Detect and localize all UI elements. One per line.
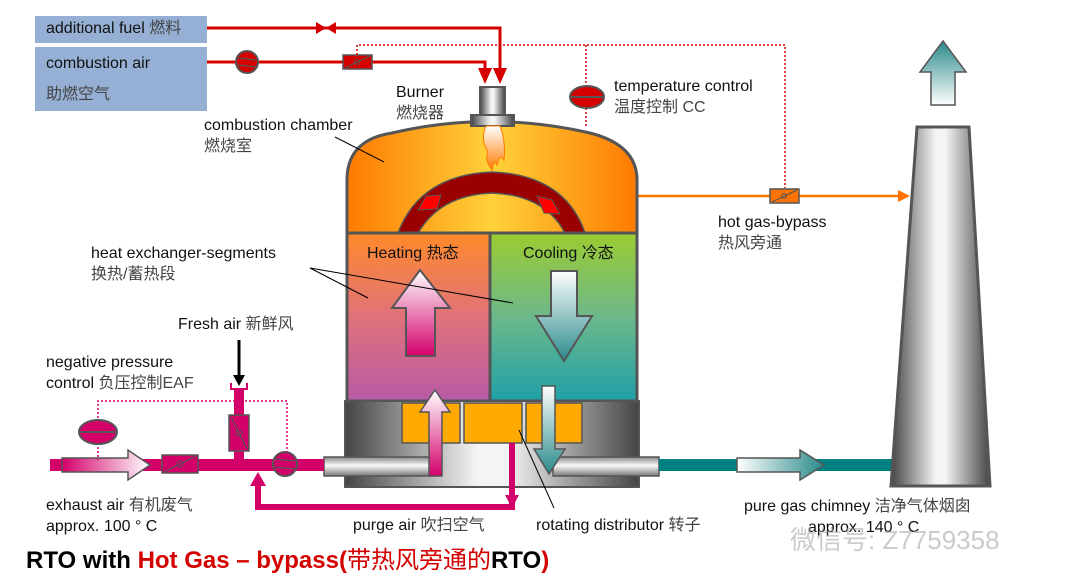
temperature-sensor-icon: [569, 85, 605, 109]
purge-air-label-cn: 吹扫空气: [420, 517, 485, 534]
burner-icon: [470, 86, 515, 127]
heat-exchanger-label-cn: 换热/蓄热段: [91, 266, 176, 283]
flame-icon: [482, 125, 505, 172]
clean-gas-arrow-icon: [736, 448, 826, 482]
combustion-chamber-label-cn: 燃烧室: [204, 138, 253, 155]
negative-pressure-label-en: control: [46, 375, 95, 392]
exhaust-fan-icon: [272, 451, 298, 477]
fuel-label-cn: 燃料: [149, 20, 182, 37]
rotating-distributor-label-cn: 转子: [668, 517, 701, 534]
negative-pressure-label-line2: control 负压控制EAF: [46, 374, 194, 393]
purge-air-label-en: purge air: [353, 517, 417, 534]
fuel-label-en: additional fuel: [46, 20, 145, 37]
cooling-label: Cooling 冷态: [523, 244, 614, 263]
outlet-pipe: [552, 456, 660, 477]
hot-gas-bypass-label-cn: 热风旁通: [718, 235, 783, 252]
inlet-up-arrow-icon: [418, 388, 452, 477]
temperature-control-label-en: temperature control: [614, 78, 753, 95]
pure-gas-label-cn: 洁净气体烟囱: [874, 498, 971, 515]
fresh-air-label-cn: 新鲜风: [245, 316, 294, 333]
combustion-air-line: [207, 60, 492, 84]
heat-exchanger-label-en: heat exchanger-segments: [91, 245, 276, 262]
title-prefix: RTO with: [26, 547, 138, 574]
exhaust-air-label: exhaust air 有机废气: [46, 496, 193, 515]
fuel-label: additional fuel 燃料: [46, 19, 181, 38]
heating-label: Heating 热态: [367, 244, 459, 263]
circulation-arc: [396, 171, 587, 234]
combustion-air-damper-icon: [342, 54, 373, 70]
purge-air-line: [255, 443, 515, 510]
cooling-down-arrow-icon: [534, 270, 594, 363]
title-cn: 带热风旁通的: [346, 547, 491, 574]
purge-air-label: purge air 吹扫空气: [353, 516, 485, 535]
pressure-sensor-icon: [78, 419, 118, 445]
exhaust-damper-icon: [161, 454, 199, 474]
cooling-label-en: Cooling: [523, 245, 578, 262]
hot-gas-bypass-line: [637, 190, 910, 202]
pure-gas-temp: approx. 140 ° C: [808, 519, 920, 536]
heating-label-cn: 热态: [426, 245, 459, 262]
combustion-chamber-label-en: combustion chamber: [204, 117, 353, 134]
heating-up-arrow-icon: [390, 268, 453, 357]
exhaust-air-label-en: exhaust air: [46, 497, 125, 514]
negative-pressure-label-line1: negative pressure: [46, 354, 174, 371]
purge-return-arrow-icon: [250, 472, 266, 486]
fresh-air-label: Fresh air 新鲜风: [178, 315, 294, 334]
burner-label-cn: 燃烧器: [396, 105, 445, 122]
pure-gas-label: pure gas chimney 洁净气体烟囱: [744, 497, 971, 516]
burner-label-en: Burner: [396, 84, 445, 101]
exhaust-air-temp: approx. 100 ° C: [46, 518, 158, 535]
rotating-distributor-label-en: rotating distributor: [536, 517, 665, 534]
combustion-air-fan-icon: [235, 50, 259, 74]
combustion-air-label-cn: 助燃空气: [46, 86, 111, 103]
bypass-damper-icon: [769, 188, 800, 204]
chimney: [889, 125, 992, 488]
rotating-distributor-label: rotating distributor 转子: [536, 516, 701, 535]
temperature-control-label-cn: 温度控制 CC: [614, 99, 706, 116]
fresh-air-damper-icon: [228, 414, 250, 452]
temperature-control-signal-line: [356, 44, 786, 188]
negative-pressure-label-cn: 负压控制EAF: [98, 375, 194, 392]
diagram-title: RTO with Hot Gas – bypass(带热风旁通的RTO): [26, 540, 549, 575]
heating-label-en: Heating: [367, 245, 423, 262]
leader-lines: [309, 136, 555, 509]
pure-gas-label-en: pure gas chimney: [744, 498, 871, 515]
purge-air-arrow-icon: [505, 495, 519, 508]
fuel-line: [207, 26, 507, 84]
hot-gas-bypass-label-en: hot gas-bypass: [718, 214, 827, 231]
inlet-pipe: [323, 456, 435, 477]
watermark: 微信号: Z7759358: [790, 525, 1000, 555]
cooling-label-cn: 冷态: [581, 245, 614, 262]
exhaust-air-arrow-icon: [61, 448, 152, 482]
fuel-valve-icon: [316, 22, 336, 34]
pressure-control-signal-line: [97, 400, 288, 460]
exhaust-air-label-cn: 有机废气: [128, 497, 193, 514]
title-close: ): [541, 547, 550, 574]
combustion-air-label-en: combustion air: [46, 55, 151, 72]
combustion-air-input-box: [35, 47, 207, 111]
fresh-air-label-en: Fresh air: [178, 316, 242, 333]
outlet-down-arrow-icon: [532, 385, 567, 476]
fuel-input-box: [35, 16, 207, 43]
chimney-exhaust-arrow-icon: [918, 39, 968, 106]
title-highlight: Hot Gas – bypass(: [137, 547, 347, 574]
title-suffix: RTO: [490, 547, 542, 574]
